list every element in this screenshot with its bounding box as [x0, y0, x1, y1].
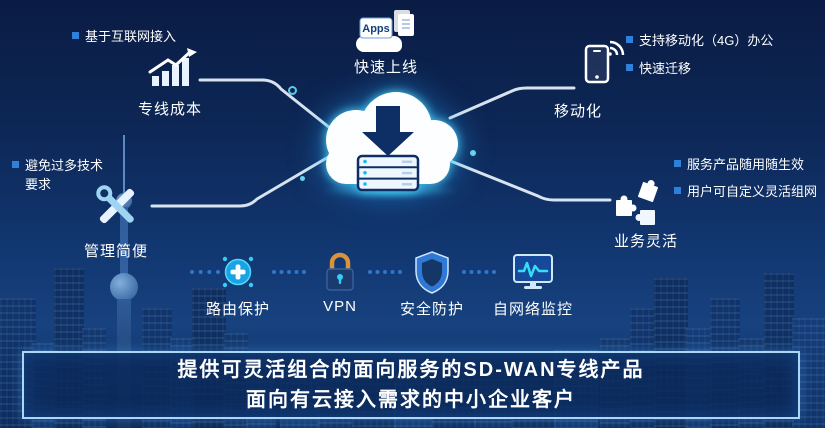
note-internet-access: 基于互联网接入	[72, 26, 176, 45]
banner-line-2: 面向有云接入需求的中小企业客户	[246, 388, 576, 411]
route-protection-icon	[222, 256, 254, 288]
growth-chart-icon	[148, 48, 197, 86]
capability-label-route-protection: 路由保护	[205, 301, 270, 318]
decor-dot-ring	[288, 86, 297, 95]
note-custom-networking: 用户可自定义灵活组网	[674, 181, 817, 200]
signal-waves-icon	[609, 40, 625, 56]
puzzle-pieces-icon	[616, 180, 658, 225]
bottom-banner: 提供可灵活组合的面向服务的SD-WAN专线产品 面向有云接入需求的中小企业客户	[22, 351, 800, 419]
capability-label-vpn: VPN	[323, 298, 357, 315]
note-text: 用户可自定义灵活组网	[687, 184, 818, 199]
dotted-separator	[368, 270, 402, 274]
note-text: 要求	[25, 177, 52, 192]
banner-line-1: 提供可灵活组合的面向服务的SD-WAN专线产品	[177, 358, 645, 381]
feature-label-quick-launch: 快速上线	[353, 59, 418, 76]
network-monitor-icon	[513, 254, 553, 289]
decor-dot	[300, 176, 305, 181]
note-text: 基于互联网接入	[85, 29, 177, 44]
note-avoid-tech-requirements-2: 要求	[25, 174, 51, 193]
tower-lower-sphere	[110, 273, 138, 301]
vpn-lock-icon	[326, 252, 354, 291]
bullet-icon	[626, 64, 633, 71]
capability-label-monitoring: 自网络监控	[492, 301, 573, 318]
tower-shaft	[120, 207, 128, 277]
dotted-separator	[190, 270, 220, 274]
tower-antenna	[123, 135, 125, 197]
note-text: 服务产品随用随生效	[687, 157, 805, 172]
tools-icon	[96, 185, 135, 224]
bullet-icon	[674, 187, 681, 194]
note-text: 支持移动化（4G）办公	[639, 33, 774, 48]
bullet-icon	[626, 36, 633, 43]
download-arrow-icon	[362, 106, 414, 156]
feature-label-line-cost: 专线成本	[138, 101, 203, 118]
feature-label-mobility: 移动化	[554, 103, 603, 120]
dotted-separator	[462, 270, 496, 274]
capability-label-security: 安全防护	[399, 301, 464, 318]
security-shield-icon	[415, 251, 449, 294]
dotted-separator	[272, 270, 306, 274]
server-stack-icon	[356, 154, 420, 192]
apps-badge-text: Apps	[362, 23, 390, 35]
note-fast-migration: 快速迁移	[626, 58, 691, 77]
feature-label-easy-management: 管理简便	[84, 243, 149, 260]
bullet-icon	[72, 32, 79, 39]
note-service-on-demand: 服务产品随用随生效	[674, 154, 804, 173]
note-text: 避免过多技术	[25, 158, 104, 173]
mobile-phone-icon	[584, 40, 625, 84]
feature-label-business-flexibility: 业务灵活	[614, 233, 679, 250]
note-avoid-tech-requirements: 避免过多技术	[12, 155, 103, 174]
central-cloud-icon	[326, 92, 458, 192]
bullet-icon	[674, 160, 681, 167]
bullet-icon	[12, 161, 19, 168]
note-mobile-office: 支持移动化（4G）办公	[626, 30, 773, 49]
note-text: 快速迁移	[639, 61, 692, 76]
decor-dot	[470, 150, 476, 156]
apps-cloud-icon: Apps	[356, 10, 414, 52]
